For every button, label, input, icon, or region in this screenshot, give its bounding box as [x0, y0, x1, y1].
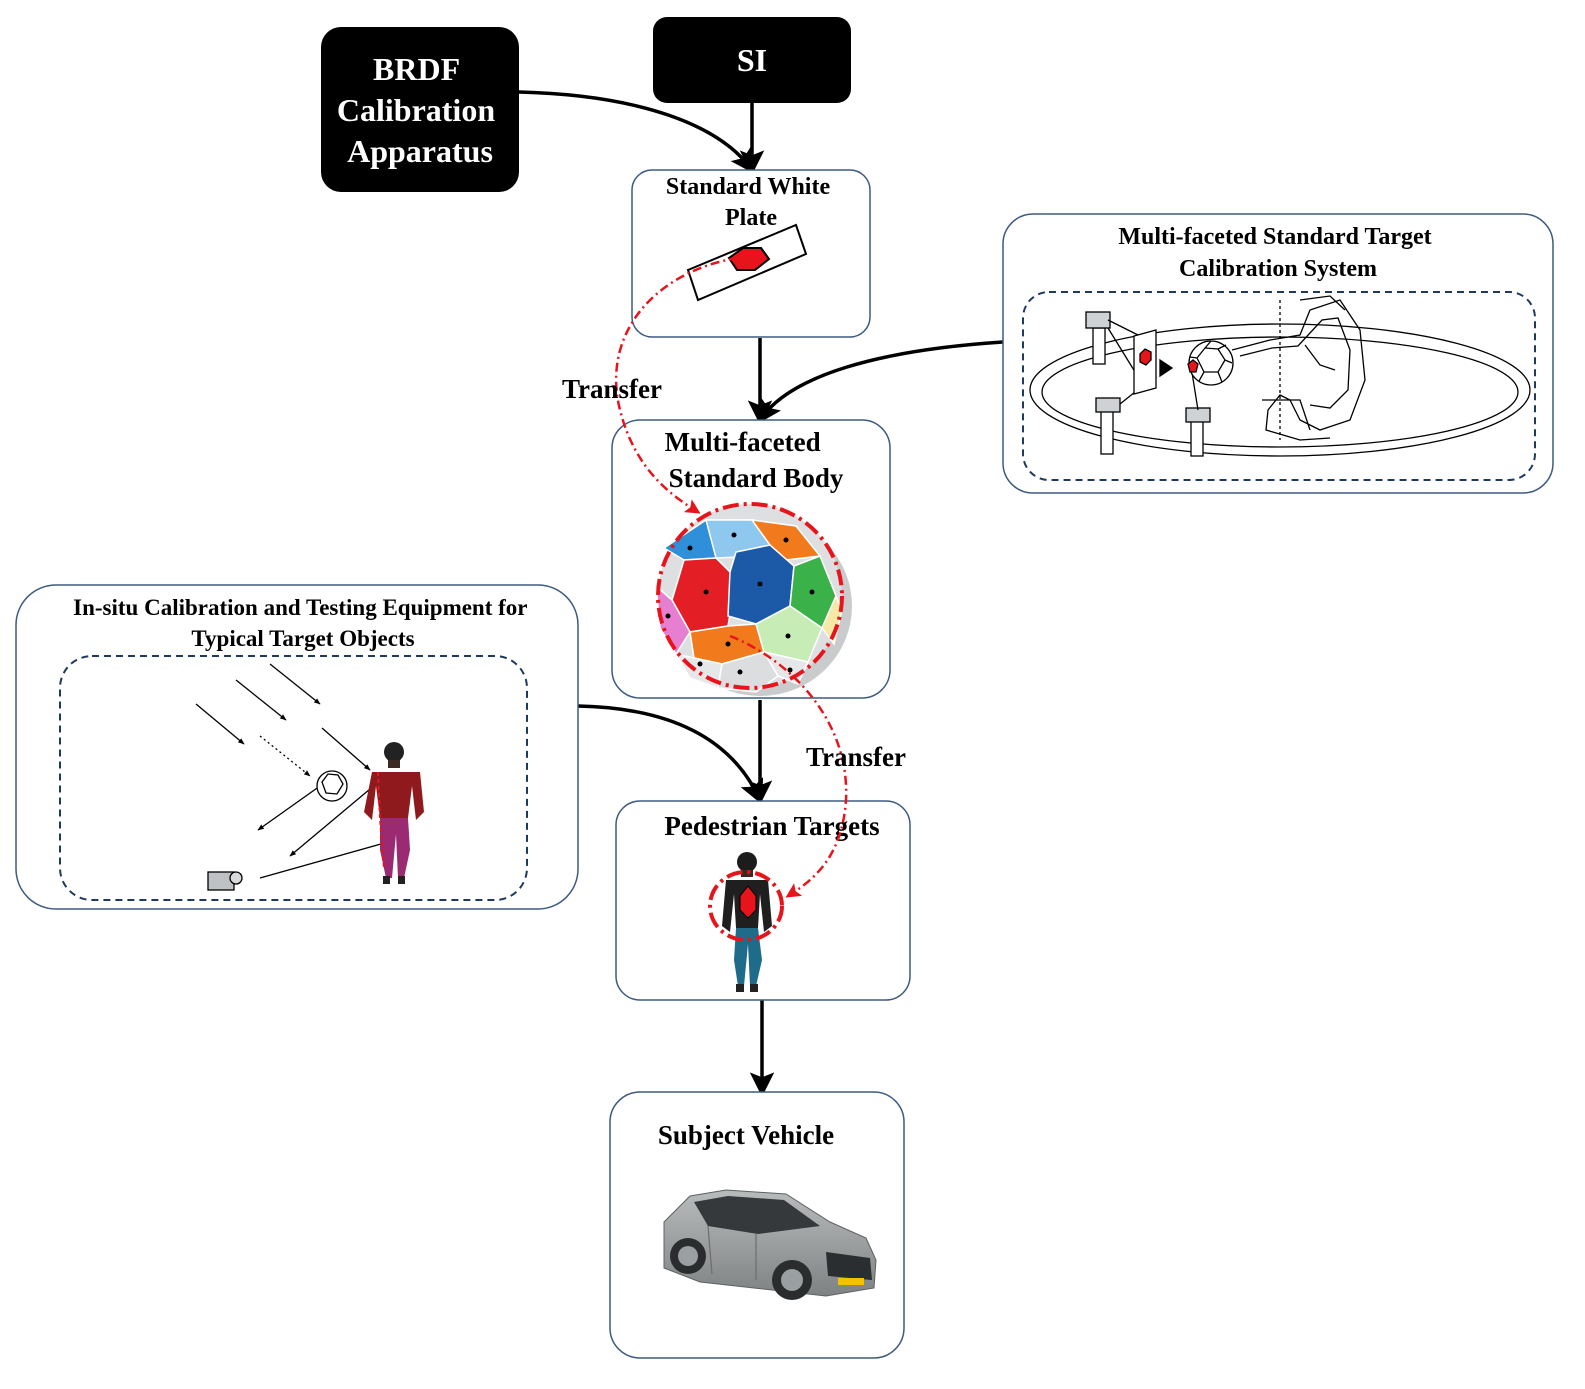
transfer-curves — [614, 256, 848, 898]
brdf-line-3: Apparatus — [347, 133, 493, 169]
arrow-brdf-to-plate — [518, 90, 755, 174]
vehicle-label: Subject Vehicle — [658, 1120, 834, 1150]
si-label: SI — [737, 42, 767, 78]
calibration-system-line-1: Multi-faceted Standard Target — [1118, 224, 1431, 250]
white-plate-box: Standard White Plate — [631, 169, 871, 338]
white-plate-illustration — [686, 223, 808, 302]
svg-text:Standard White Plate: Standard White Plate — [666, 174, 836, 231]
transfer-curve-plate-to-body — [614, 256, 739, 514]
calibration-system-illustration — [1029, 295, 1531, 457]
insitu-line-1: In-situ Calibration and Testing Equipmen… — [73, 595, 527, 620]
white-plate-line-1: Standard White — [666, 174, 831, 200]
brdf-line-2: Calibration — [337, 92, 495, 128]
car-illustration — [663, 1189, 877, 1300]
svg-text:In-situ Calibration and Testin: In-situ Calibration and Testing Equipmen… — [73, 595, 533, 651]
white-plate-line-2: Plate — [725, 205, 777, 231]
svg-text:BRDF Calibration A: BRDF Calibration Apparatus — [337, 51, 503, 169]
standard-body-line-1: Multi-faceted — [665, 427, 821, 457]
standard-body-box: Multi-faceted Standard Body — [611, 419, 891, 699]
pedestrian-label: Pedestrian Targets — [664, 811, 879, 841]
calibration-system-line-2: Calibration System — [1179, 256, 1377, 282]
calibration-system-dashed-frame — [1022, 291, 1536, 481]
arrow-insitu-to-pedestrian — [577, 704, 764, 805]
pedestrian-figure — [708, 852, 784, 992]
si-box: SI — [653, 17, 851, 103]
insitu-box: In-situ Calibration and Testing Equipmen… — [15, 584, 579, 910]
svg-text:Multi-faceted Standard Target: Multi-faceted Standard Target Calibratio… — [1118, 224, 1437, 282]
calibration-system-box: Multi-faceted Standard Target Calibratio… — [1002, 213, 1554, 494]
vehicle-box: Subject Vehicle — [609, 1091, 905, 1359]
insitu-dashed-frame — [59, 655, 528, 901]
flow-arrows — [518, 90, 1004, 1097]
insitu-illustration — [195, 663, 424, 891]
multi-faceted-ball — [655, 502, 852, 696]
brdf-box: BRDF Calibration Apparatus — [321, 27, 519, 192]
transfer-label-1: Transfer — [562, 374, 662, 404]
brdf-line-1: BRDF — [373, 51, 460, 87]
svg-text:Multi-faceted Standard B: Multi-faceted Standard Body — [665, 427, 844, 493]
insitu-line-2: Typical Target Objects — [191, 626, 414, 651]
arrow-system-to-body — [757, 340, 1004, 425]
transfer-curve-body-to-pedestrian — [729, 634, 848, 898]
transfer-label-2: Transfer — [806, 742, 906, 772]
standard-body-line-2: Standard Body — [669, 463, 844, 493]
pedestrian-box: Pedestrian Targets — [615, 800, 911, 1001]
